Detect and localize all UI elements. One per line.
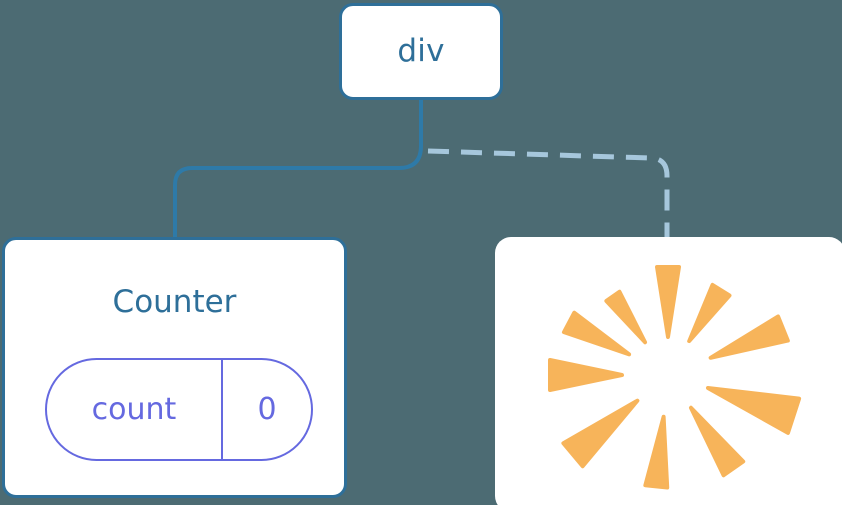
state-pill-key: count [91, 391, 177, 427]
state-pill-value: 0 [257, 391, 277, 427]
starburst-ray-4 [561, 398, 640, 469]
node-div[interactable]: div [339, 3, 503, 100]
starburst-ray-1 [604, 289, 648, 345]
node-counter[interactable]: Counter count 0 [2, 237, 347, 498]
node-burst[interactable] [495, 237, 842, 505]
edge-root-counter [173, 100, 423, 237]
starburst-ray-7 [705, 385, 802, 435]
starburst-ray-8 [708, 314, 790, 360]
state-pill[interactable]: count 0 [45, 358, 313, 461]
starburst-icon [548, 265, 802, 490]
starburst-ray-2 [561, 310, 632, 357]
node-counter-label: Counter [112, 284, 237, 320]
state-pill-divider [221, 360, 223, 459]
starburst-ray-0 [655, 265, 681, 339]
starburst-ray-3 [548, 358, 624, 392]
starburst-ray-9 [687, 282, 732, 344]
starburst-ray-6 [688, 405, 746, 478]
edge-root-burst [427, 148, 670, 237]
starburst-ray-5 [643, 414, 670, 490]
node-div-label: div [397, 33, 445, 69]
